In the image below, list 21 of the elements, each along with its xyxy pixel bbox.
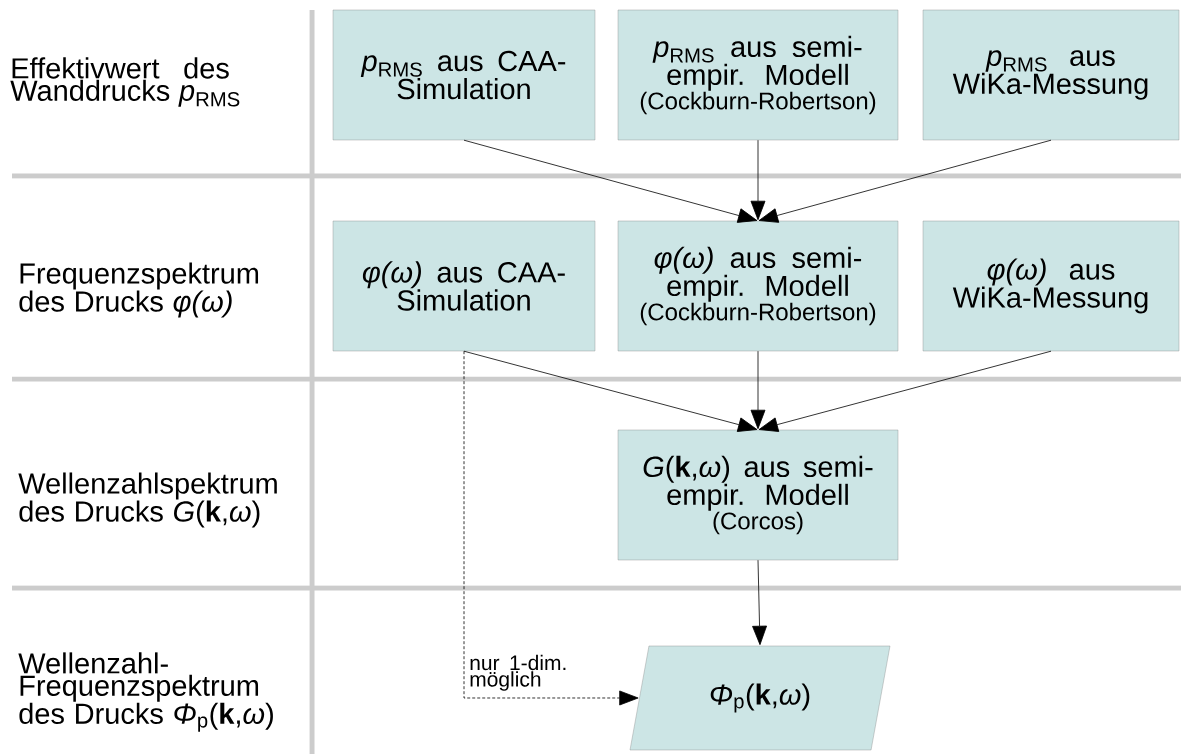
- row-heading: Frequenzspektrum des Drucks φ(ω): [19, 262, 259, 318]
- arrow: [758, 350, 1052, 432]
- arrow: [463, 350, 639, 706]
- arrow: [758, 139, 1052, 223]
- process-box: p$_{RMS}$ aus WiKa-Messung: [922, 9, 1180, 141]
- process-box: G(k,ω) aus semi-empir. Modell (Corcos): [617, 429, 899, 561]
- row-heading: Effektivwert des Wanddrucks p$_{RMS}$: [10, 57, 240, 107]
- arrow: [463, 139, 758, 223]
- row-heading: Wellenzahl- Frequenzspektrum des Drucks Φ$_{p}$(k,ω): [18, 652, 273, 732]
- arrow: [752, 559, 767, 646]
- edge-label: nur 1-dim. möglich: [470, 654, 566, 691]
- process-box: φ(ω) aus CAA-Simulation: [332, 220, 596, 352]
- arrow: [750, 139, 766, 221]
- process-box: p$_{RMS}$ aus semi-empir. Modell (Cockburn-Robertson): [617, 9, 899, 141]
- parallelogram-box: Φ$_{p}$(k,ω): [629, 645, 891, 751]
- arrow: [463, 350, 758, 432]
- process-box: φ(ω) aus WiKa-Messung: [922, 220, 1180, 352]
- process-box: φ(ω) aus semi-empir. Modell (Cockburn-Robertson): [617, 220, 899, 352]
- process-box: p$_{RMS}$ aus CAA-Simulation: [332, 9, 596, 141]
- arrow: [750, 350, 766, 430]
- row-heading: Wellenzahlspektrum des Drucks G(k,ω): [18, 472, 277, 528]
